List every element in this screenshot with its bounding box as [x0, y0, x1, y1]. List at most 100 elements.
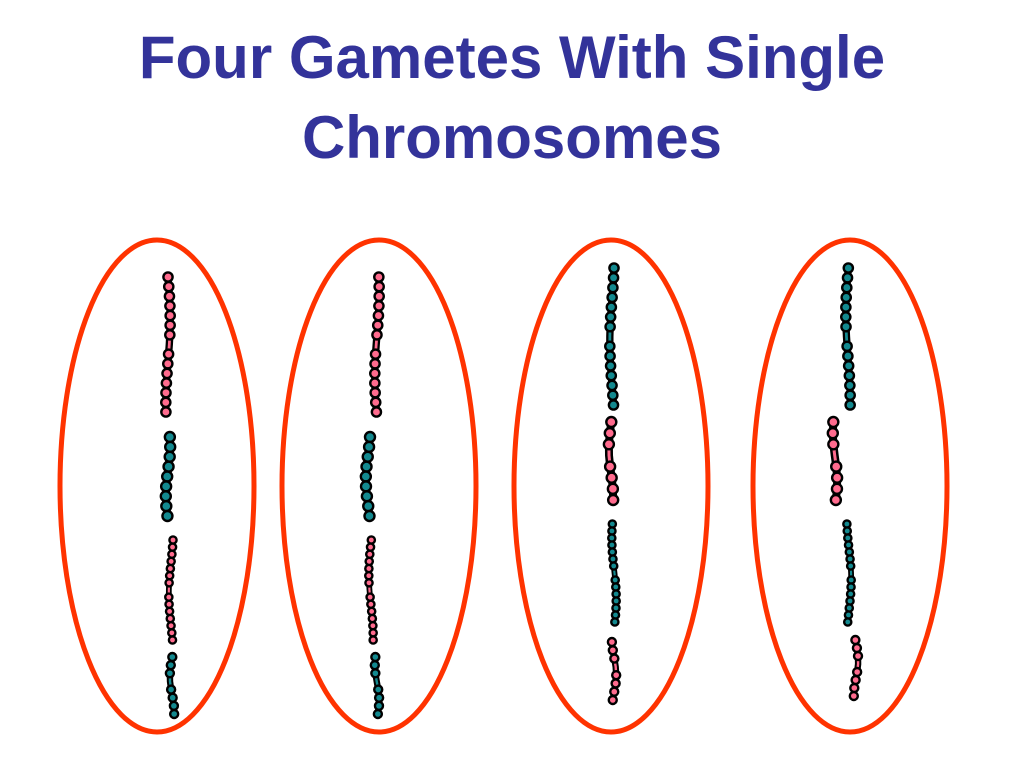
chromosome-bead	[842, 262, 855, 274]
gamete-3	[511, 237, 711, 735]
chromosome-teal-long	[840, 262, 856, 411]
gamete-2	[279, 237, 479, 735]
slide-title-line-2: Chromosomes	[301, 104, 723, 171]
chromosome-bead	[842, 617, 853, 627]
chromosome-bead	[370, 651, 381, 663]
chromosome-bead	[606, 291, 618, 304]
chromosome-bead	[368, 635, 378, 645]
chromosome-bead	[162, 460, 175, 473]
chromosome-bead	[369, 386, 381, 399]
chromosome-bead	[369, 659, 381, 671]
chromosome-bead	[369, 367, 381, 380]
chromosome-pink-long	[369, 271, 385, 418]
chromosome-bead	[363, 430, 377, 444]
chromosome-bead	[610, 617, 620, 627]
chromosome-bead	[160, 396, 172, 409]
chromosome-bead	[844, 379, 856, 392]
chromosome-bead	[841, 281, 853, 294]
chromosome-bead	[160, 406, 172, 418]
chromosome-bead	[608, 561, 619, 571]
chromosome-bead	[372, 708, 384, 720]
chromosome-bead	[164, 319, 176, 332]
chromosome-bead	[844, 399, 856, 411]
chromosome-bead	[167, 651, 178, 663]
chromosome-bead	[167, 692, 178, 703]
chromosome-bead	[603, 426, 617, 440]
chromosome-bead	[369, 348, 382, 360]
chromosome-bead	[607, 399, 620, 411]
chromosome-teal-short	[369, 651, 385, 720]
chromosome-bead	[162, 348, 175, 360]
chromosome-bead	[605, 301, 618, 313]
chromosome-bead	[165, 659, 177, 671]
chromosome-bead	[164, 578, 174, 588]
chromosome-bead	[164, 309, 176, 322]
chromosome-bead	[606, 493, 620, 507]
chromosome-bead	[827, 438, 840, 451]
chromosome-bead	[370, 406, 383, 418]
chromosome-bead	[164, 329, 176, 341]
chromosome-bead	[840, 301, 852, 313]
chromosome-bead	[852, 650, 864, 662]
chromosome-bead	[364, 578, 374, 588]
chromosome-bead	[606, 482, 620, 496]
chromosome-bead	[840, 291, 853, 304]
chromosome-bead	[606, 379, 618, 392]
chromosome-bead	[164, 300, 176, 312]
chromosome-bead	[363, 509, 376, 523]
chromosome-bead	[161, 367, 173, 380]
chromosome-bead	[607, 281, 619, 294]
chromosome-teal-medium-thin	[607, 519, 621, 627]
chromosome-bead	[360, 460, 373, 473]
chromosome-bead	[827, 415, 840, 429]
chromosome-bead	[605, 369, 618, 382]
chromosome-bead	[607, 271, 620, 284]
chromosome-bead	[603, 460, 617, 473]
chromosome-bead	[843, 369, 856, 382]
chromosome-bead	[605, 471, 618, 484]
chromosome-bead	[850, 634, 861, 646]
chromosome-bead	[373, 290, 385, 303]
chromosome-bead	[164, 668, 176, 679]
chromosome-bead	[163, 440, 177, 454]
chromosome-bead	[371, 329, 383, 341]
chromosome-bead	[609, 653, 620, 664]
chromosome-bead	[829, 493, 843, 507]
gamete-cell-outline	[57, 237, 257, 735]
chromosome-bead	[604, 350, 616, 362]
chromosome-bead	[372, 309, 385, 322]
chromosome-bead	[161, 509, 174, 523]
chromosome-bead	[840, 311, 852, 323]
chromosome-bead	[848, 690, 860, 702]
chromosome-bead	[604, 360, 617, 372]
chromosome-bead	[371, 319, 384, 332]
chromosome-bead	[607, 694, 618, 706]
chromosome-bead	[163, 290, 176, 303]
gamete-4	[750, 237, 950, 735]
chromosome-pink-short	[606, 636, 622, 706]
chromosome-bead	[830, 460, 843, 473]
chromosome-bead	[840, 320, 852, 333]
chromosome-bead	[161, 470, 174, 483]
chromosome-bead	[373, 271, 385, 283]
chromosome-bead	[359, 480, 373, 493]
chromosome-bead	[830, 482, 844, 496]
chromosome-bead	[370, 668, 381, 679]
chromosome-pink-medium	[602, 415, 620, 507]
chromosome-teal-long	[604, 262, 620, 411]
chromosome-bead	[608, 262, 620, 274]
chromosome-teal-medium	[359, 430, 377, 523]
chromosome-bead	[162, 357, 174, 370]
chromosome-bead	[162, 271, 174, 283]
chromosome-bead	[362, 440, 376, 454]
chromosome-bead	[851, 666, 863, 678]
chromosome-bead	[605, 415, 618, 429]
chromosome-teal-medium-thin	[842, 519, 856, 627]
chromosome-pink-medium-thin	[164, 535, 178, 645]
chromosome-bead	[604, 320, 616, 333]
chromosome-bead	[830, 471, 844, 484]
chromosome-bead	[845, 561, 856, 571]
chromosome-bead	[362, 499, 375, 513]
chromosome-bead	[851, 642, 863, 654]
chromosome-pink-medium-thin	[364, 535, 378, 645]
